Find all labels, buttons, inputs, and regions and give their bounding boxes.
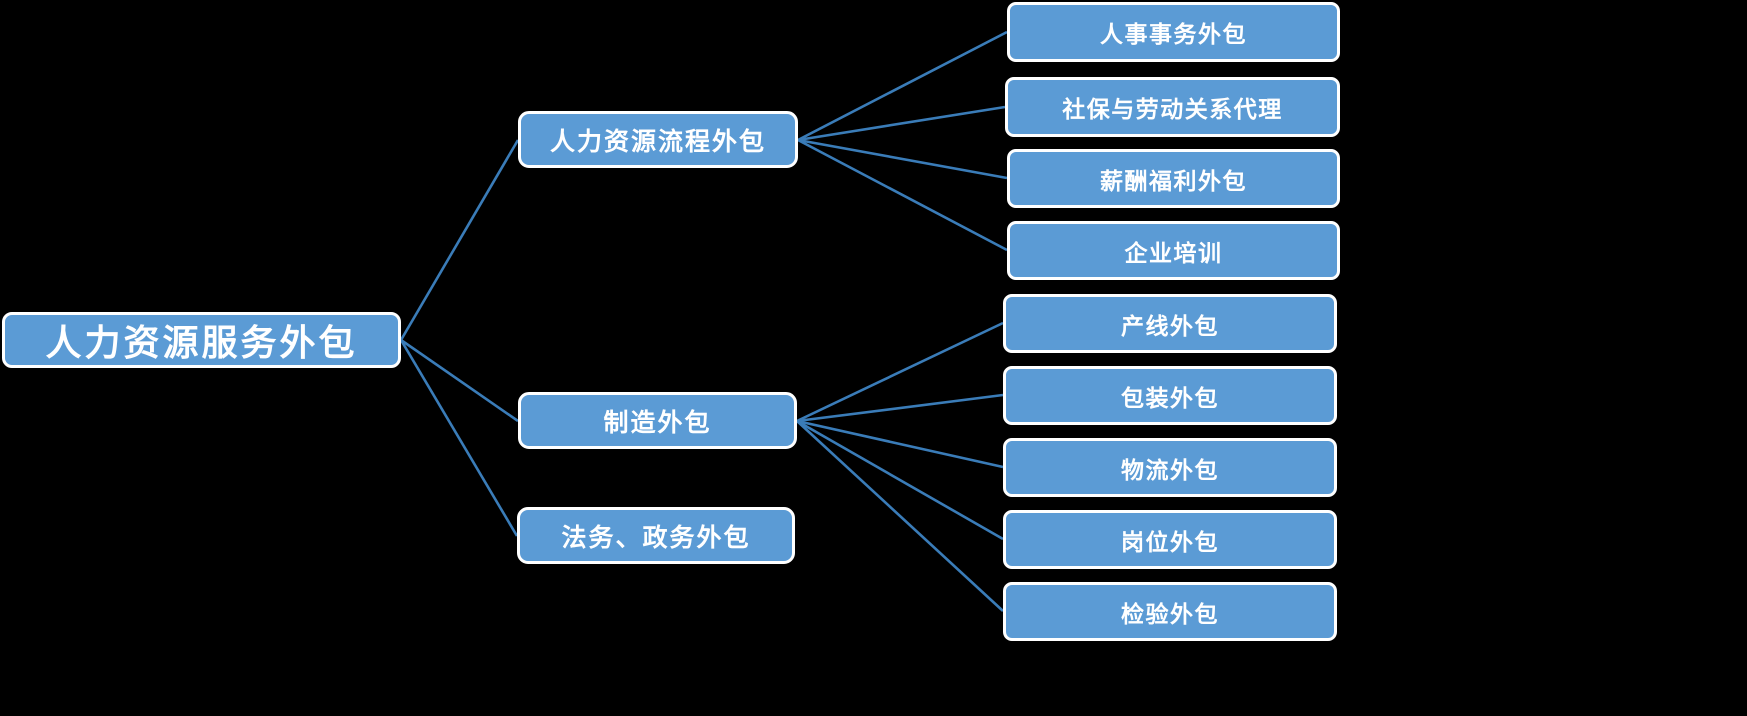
connector-line: [797, 105, 1006, 142]
connector-line: [400, 338, 519, 423]
branch-node-2-label: 法务、政务外包: [561, 523, 751, 552]
branch-node-2[interactable]: 法务、政务外包: [517, 507, 795, 564]
connector-line: [399, 139, 520, 341]
leaf-node-1-2[interactable]: 物流外包: [1003, 438, 1337, 497]
connector-line: [796, 419, 1004, 469]
connector-line: [796, 419, 1004, 541]
leaf-node-0-1[interactable]: 社保与劳动关系代理: [1005, 77, 1340, 137]
leaf-node-1-1-label: 包装外包: [1121, 384, 1219, 411]
branch-node-0[interactable]: 人力资源流程外包: [518, 111, 798, 168]
leaf-node-1-4[interactable]: 检验外包: [1003, 582, 1337, 641]
connector-line: [797, 138, 1008, 180]
branch-node-0-label: 人力资源流程外包: [549, 127, 766, 156]
connector-line: [796, 420, 1004, 612]
leaf-node-0-3[interactable]: 企业培训: [1007, 221, 1340, 280]
connector-line: [797, 138, 1008, 252]
leaf-node-1-0[interactable]: 产线外包: [1003, 294, 1337, 353]
connector-line: [796, 393, 1004, 423]
leaf-node-1-3[interactable]: 岗位外包: [1003, 510, 1337, 569]
connector-line: [797, 30, 1008, 142]
leaf-node-1-1[interactable]: 包装外包: [1003, 366, 1337, 425]
leaf-node-1-2-label: 物流外包: [1121, 456, 1219, 483]
leaf-node-0-0[interactable]: 人事事务外包: [1007, 2, 1340, 62]
leaf-node-1-3-label: 岗位外包: [1121, 528, 1219, 555]
branch-node-1-label: 制造外包: [603, 408, 712, 437]
root-node-label: 人力资源服务外包: [45, 322, 358, 363]
root-node[interactable]: 人力资源服务外包: [2, 312, 401, 368]
leaf-node-0-3-label: 企业培训: [1124, 239, 1223, 266]
leaf-node-0-1-label: 社保与劳动关系代理: [1062, 96, 1283, 122]
leaf-node-0-0-label: 人事事务外包: [1100, 21, 1247, 47]
branch-node-1[interactable]: 制造外包: [518, 392, 797, 449]
leaf-node-0-2-label: 薪酬福利外包: [1100, 167, 1247, 194]
connector-line: [399, 339, 519, 537]
leaf-node-1-0-label: 产线外包: [1121, 312, 1219, 339]
connector-line: [796, 321, 1004, 423]
leaf-node-1-4-label: 检验外包: [1121, 600, 1219, 627]
leaf-node-0-2[interactable]: 薪酬福利外包: [1007, 149, 1340, 208]
